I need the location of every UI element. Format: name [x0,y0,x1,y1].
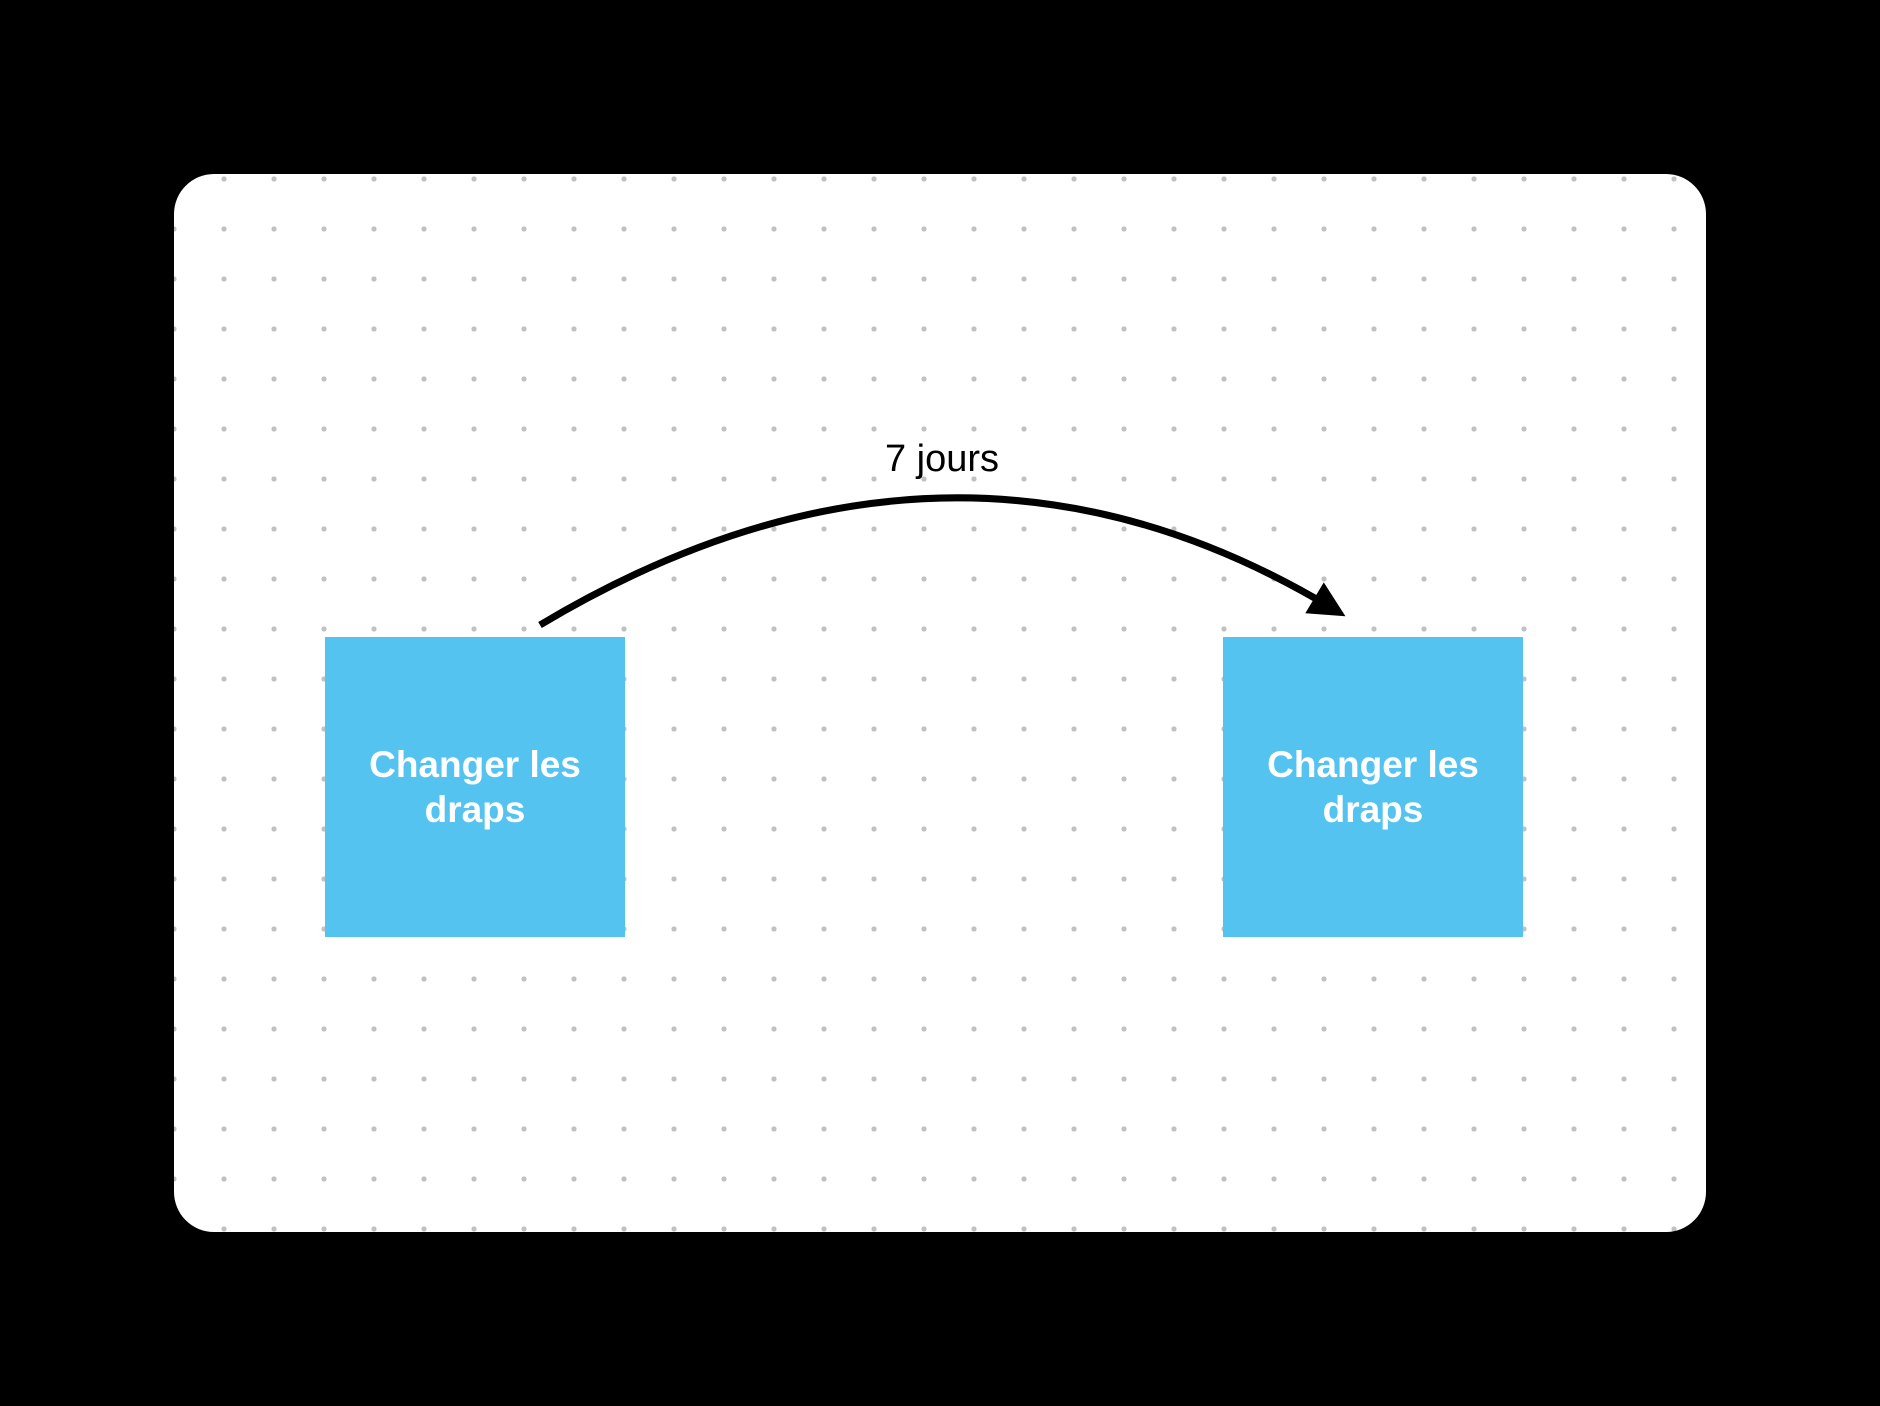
connector-label[interactable]: 7 jours [884,438,1000,480]
sticky-note-left-label: Changer les draps [369,744,581,830]
connector-curve[interactable] [538,494,1346,629]
sticky-note-right-label: Changer les draps [1267,744,1479,830]
sticky-note-left[interactable]: Changer les draps [325,637,625,937]
whiteboard-canvas[interactable]: Changer les draps Changer les draps [174,174,1706,1232]
sticky-note-right[interactable]: Changer les draps [1223,637,1523,937]
